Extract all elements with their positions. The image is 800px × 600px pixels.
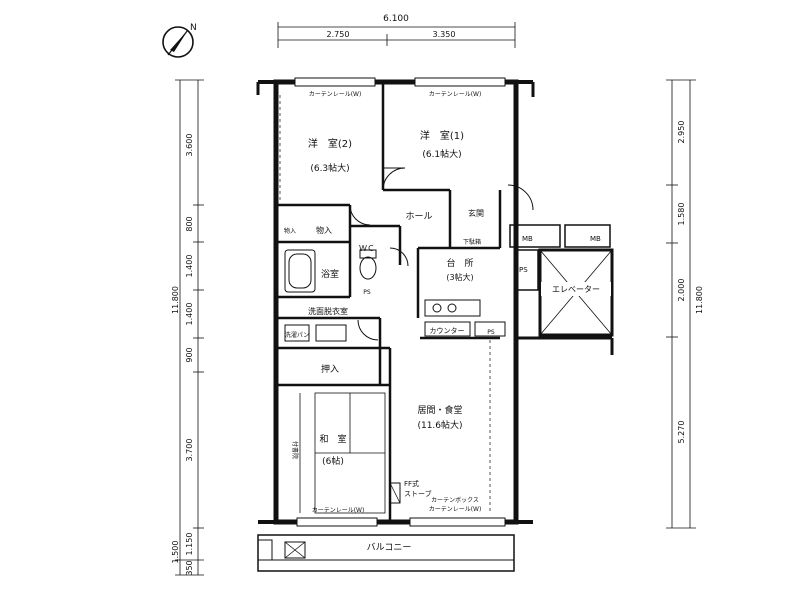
- room-japanese-size: (6帖): [322, 455, 344, 467]
- washer-pan-label: 洗濯パン: [285, 331, 309, 339]
- balcony-label: バルコニー: [367, 542, 412, 553]
- exterior-walls: [256, 79, 535, 525]
- curtain-top-left: カーテンレール(W): [309, 91, 362, 98]
- dim-right-4: 5.270: [677, 421, 686, 444]
- left-dimension-lines: [175, 79, 204, 576]
- stove-label-2: ストーブ: [404, 489, 432, 498]
- dim-left-3: 1.400: [185, 255, 194, 278]
- elevator-label: エレベーター: [552, 285, 600, 294]
- curtain-bottom-left: カーテンレール(W): [312, 507, 365, 514]
- room-western2-size: (6.3帖大): [310, 162, 349, 174]
- dim-left-4: 1.400: [185, 303, 194, 326]
- dim-right-total: 11.800: [695, 286, 704, 314]
- bath-fixtures: [284, 249, 506, 342]
- room-western1-name: 洋 室(1): [420, 129, 464, 142]
- dim-left-7: 1.150: [185, 533, 194, 556]
- ps-label-2: PS: [363, 289, 371, 296]
- room-kitchen-size: (3帖大): [446, 272, 473, 282]
- room-western2-name: 洋 室(2): [308, 137, 352, 150]
- curtain-bottom-right-2: カーテンレール(W): [429, 506, 482, 513]
- balcony-label-bg: [365, 540, 413, 552]
- room-japanese-name: 和 室: [319, 433, 346, 445]
- tatami-mats: [299, 392, 386, 514]
- room-living-size: (11.6帖大): [417, 419, 462, 431]
- dim-right-1: 2.950: [677, 121, 686, 144]
- room-kitchen-name: 台 所: [446, 257, 473, 269]
- ps-label-1: PS: [519, 266, 528, 274]
- counter-label: カウンター: [430, 326, 465, 335]
- dashed-lines: [279, 95, 491, 512]
- room-hall: ホール: [405, 211, 432, 222]
- room-closet-mid: 押入: [321, 363, 339, 375]
- room-bath: 浴室: [321, 268, 339, 280]
- stove-box-diagonal: [389, 482, 401, 504]
- top-dimension-lines: [277, 22, 516, 48]
- dim-left-total: 11.800: [171, 286, 180, 314]
- dim-left-5: 900: [185, 347, 194, 362]
- dim-right-2: 1.580: [677, 203, 686, 226]
- elevator-label-bg: [541, 282, 611, 296]
- dim-left-6: 3.700: [185, 439, 194, 462]
- tokonoma-label: 付書院: [291, 441, 299, 459]
- curtain-bottom-right-1: カーテンボックス: [431, 496, 479, 504]
- room-washroom: 洗面脱衣室: [308, 306, 348, 316]
- room-entrance: 玄関: [468, 208, 484, 218]
- dim-left-8: 350: [185, 560, 194, 575]
- curtain-top-right: カーテンレール(W): [429, 91, 482, 98]
- dim-top-total: 6.100: [383, 14, 409, 24]
- north-label: N: [190, 23, 197, 33]
- ps-label-3: PS: [487, 329, 495, 336]
- balcony-outline: [257, 534, 515, 572]
- bottom-windows: [296, 517, 506, 527]
- stove-box: [389, 482, 401, 504]
- dim-right-3: 2.000: [677, 279, 686, 302]
- dim-left-2: 800: [185, 216, 194, 231]
- north-arrow-icon: N: [162, 23, 197, 58]
- dim-left-9: 1.500: [171, 541, 180, 564]
- room-shoe-box: 下駄箱: [463, 238, 481, 246]
- right-dimension-lines: [666, 79, 696, 529]
- room-closet-top-small: 物入: [284, 227, 296, 235]
- dim-top-right: 3.350: [433, 30, 456, 39]
- doors: [349, 167, 534, 341]
- room-closet-top: 物入: [316, 225, 332, 235]
- mb-label-1: MB: [522, 235, 533, 243]
- stove-label-1: FF式: [404, 479, 419, 488]
- dim-left-1: 3.600: [185, 134, 194, 157]
- mb-label-2: MB: [590, 235, 601, 243]
- top-windows: [294, 77, 506, 87]
- room-western1-size: (6.1帖大): [422, 148, 461, 160]
- room-wc: ＷＣ: [359, 244, 375, 253]
- room-living-name: 居間・食堂: [417, 404, 462, 416]
- dim-top-left: 2.750: [327, 30, 350, 39]
- interior-walls: [276, 82, 502, 522]
